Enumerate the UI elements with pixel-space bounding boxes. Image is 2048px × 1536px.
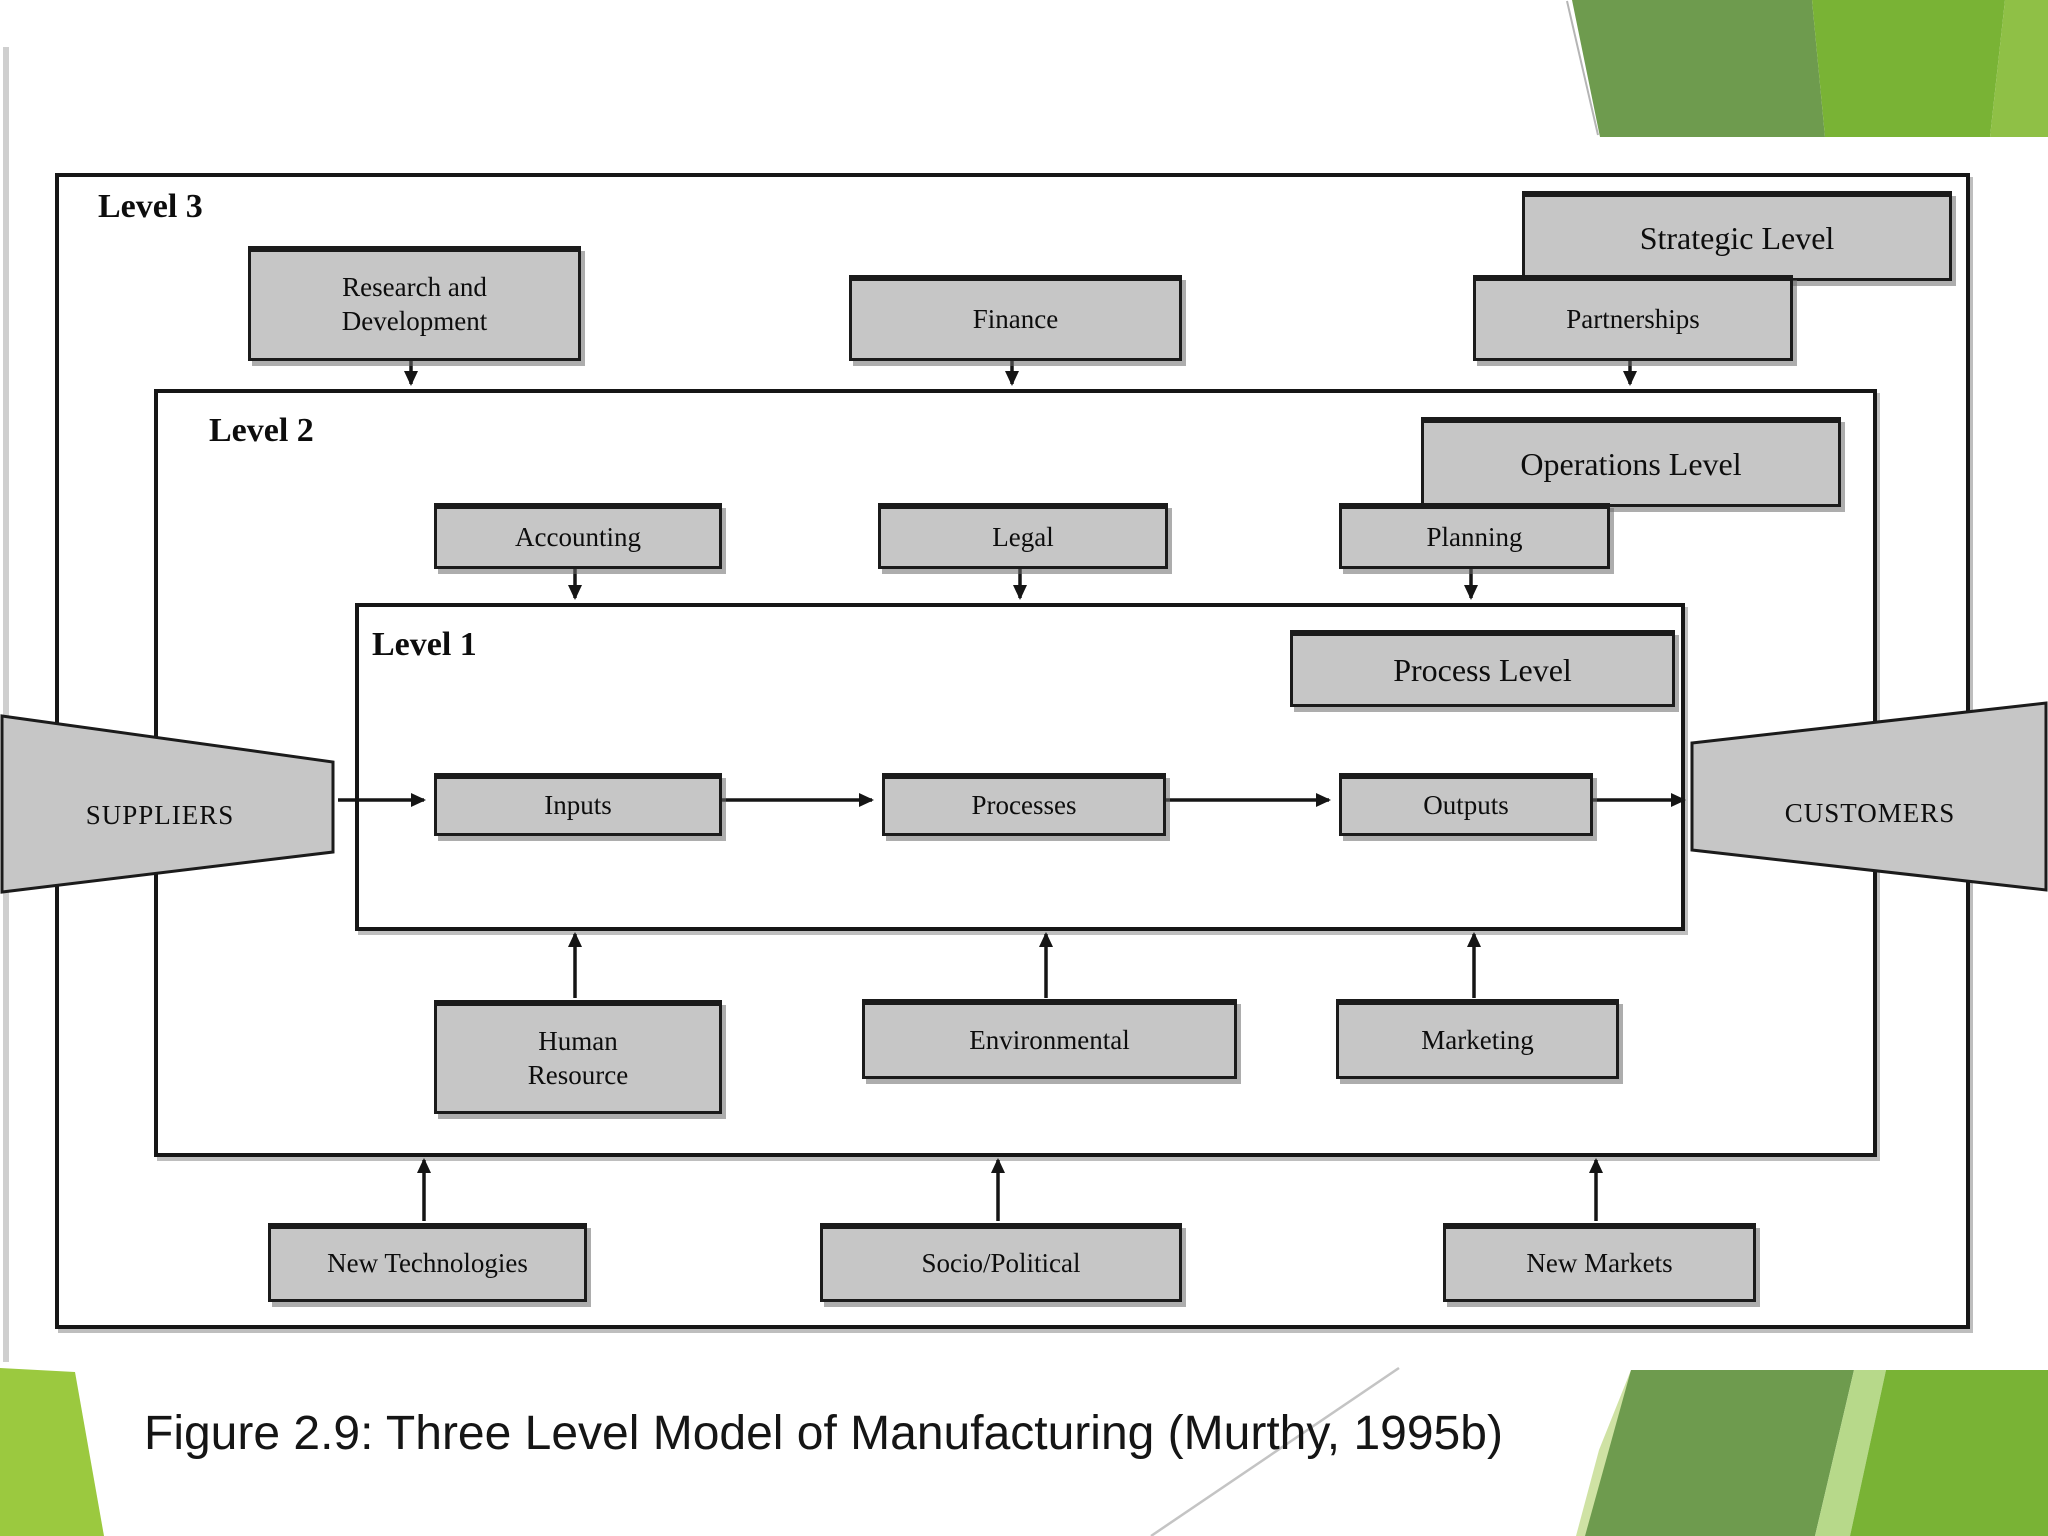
planning-box: Planning <box>1339 503 1610 569</box>
level1-box <box>355 603 1685 931</box>
new-markets-box: New Markets <box>1443 1223 1756 1302</box>
accounting-label: Accounting <box>515 521 641 552</box>
new-technologies-label: New Technologies <box>327 1248 528 1279</box>
suppliers-trapezoid <box>0 714 335 894</box>
inputs-box: Inputs <box>434 773 722 836</box>
outputs-label: Outputs <box>1423 790 1509 821</box>
new-markets-label: New Markets <box>1526 1248 1673 1279</box>
external-to-level2-arrows <box>417 1158 1603 1221</box>
research-development-label: Research and Development <box>341 272 488 336</box>
left-stripe <box>3 47 9 1362</box>
marketing-label: Marketing <box>1421 1024 1534 1055</box>
process-level-box: Process Level <box>1290 630 1675 707</box>
operations-level-label: Operations Level <box>1520 445 1742 482</box>
customers-label: CUSTOMERS <box>1784 797 1956 828</box>
partnerships-box: Partnerships <box>1473 275 1793 361</box>
processes-box: Processes <box>882 773 1166 836</box>
top-right-green-facets <box>1566 0 2048 137</box>
accounting-box: Accounting <box>434 503 722 569</box>
human-resource-label: Human Resource <box>527 1025 629 1090</box>
marketing-box: Marketing <box>1336 999 1619 1079</box>
socio-political-box: Socio/Political <box>820 1223 1182 1302</box>
new-technologies-box: New Technologies <box>268 1223 587 1302</box>
finance-box: Finance <box>849 275 1182 361</box>
bottom-left-green-facet <box>0 1368 104 1536</box>
bottom-right-green-facets <box>1150 1366 2048 1536</box>
inputs-label: Inputs <box>544 790 612 821</box>
suppliers-label: SUPPLIERS <box>85 799 235 830</box>
customers-trapezoid <box>1690 701 2048 892</box>
finance-label: Finance <box>972 303 1059 334</box>
support-to-level1-arrows <box>568 932 1481 998</box>
level2-label: Level 2 <box>209 412 314 449</box>
level3-label: Level 3 <box>98 188 203 225</box>
strategic-level-box: Strategic Level <box>1522 191 1952 281</box>
outputs-box: Outputs <box>1339 773 1593 836</box>
socio-political-label: Socio/Political <box>921 1248 1081 1279</box>
level1-label: Level 1 <box>372 626 477 663</box>
human-resource-box: Human Resource <box>434 1000 722 1114</box>
strategic-level-label: Strategic Level <box>1639 219 1835 256</box>
legal-label: Legal <box>992 521 1054 552</box>
planning-label: Planning <box>1426 521 1523 552</box>
research-development-box: Research and Development <box>248 246 581 361</box>
partnerships-label: Partnerships <box>1566 303 1700 334</box>
process-level-label: Process Level <box>1393 652 1572 688</box>
environmental-box: Environmental <box>862 999 1237 1079</box>
operations-level-box: Operations Level <box>1421 417 1841 507</box>
processes-label: Processes <box>971 790 1077 821</box>
legal-box: Legal <box>878 503 1168 569</box>
environmental-label: Environmental <box>969 1024 1130 1055</box>
figure-caption: Figure 2.9: Three Level Model of Manufac… <box>144 1407 1503 1460</box>
